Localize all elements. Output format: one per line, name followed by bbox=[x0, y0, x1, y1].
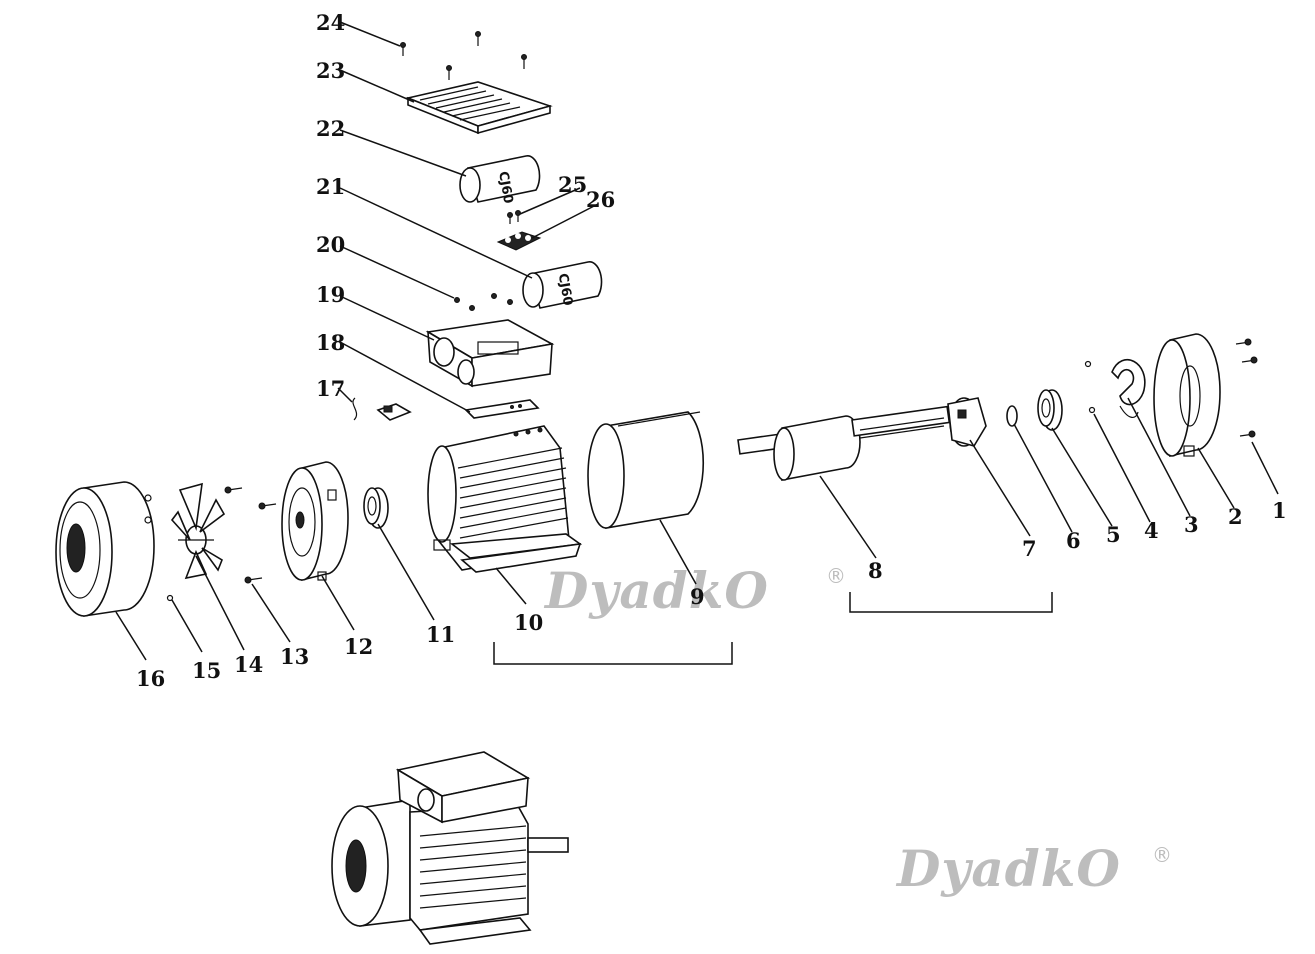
part-10-motor-frame bbox=[427, 425, 583, 573]
watermark-bottom-text: DyadkO bbox=[895, 839, 1121, 898]
part-22-start-capacitor: CJ60 bbox=[459, 155, 541, 205]
part-24-cover-screws bbox=[400, 31, 527, 80]
part-26-terminal-block bbox=[496, 231, 542, 251]
callout-6: 6 bbox=[1066, 528, 1081, 553]
callout-18: 18 bbox=[316, 330, 345, 355]
callout-9: 9 bbox=[690, 584, 705, 609]
watermark-center: DyadkO ® bbox=[543, 561, 846, 620]
callout-2: 2 bbox=[1228, 504, 1243, 529]
bracket-rotor-group bbox=[849, 592, 1053, 613]
part-14-cooling-fan bbox=[170, 482, 226, 580]
callout-15: 15 bbox=[192, 658, 221, 683]
part-8-rotor-shaft bbox=[737, 405, 951, 481]
callout-20: 20 bbox=[316, 232, 345, 257]
callout-8: 8 bbox=[868, 558, 883, 583]
part-25-block-screws bbox=[507, 210, 521, 224]
callout-14: 14 bbox=[234, 652, 263, 677]
watermark-bottom-right: DyadkO ® bbox=[895, 839, 1172, 898]
callout-5: 5 bbox=[1106, 522, 1121, 547]
callout-25: 25 bbox=[558, 172, 587, 197]
part-6-wave-washer bbox=[1006, 405, 1018, 427]
callout-16: 16 bbox=[136, 666, 165, 691]
leader-lines bbox=[115, 21, 1279, 665]
part-18-gasket-plate bbox=[464, 399, 540, 419]
part-4-washer bbox=[1084, 360, 1096, 414]
callout-10: 10 bbox=[514, 610, 543, 635]
part-9-stator bbox=[587, 411, 705, 529]
callout-19: 19 bbox=[316, 282, 345, 307]
part-1-endshield-bolts bbox=[1235, 338, 1258, 438]
callout-12: 12 bbox=[344, 634, 373, 659]
callout-1: 1 bbox=[1272, 498, 1287, 523]
part-3-bearing-cap bbox=[1111, 359, 1146, 418]
watermark-center-registered: ® bbox=[826, 564, 846, 588]
callout-24: 24 bbox=[316, 10, 345, 35]
callout-17: 17 bbox=[316, 376, 345, 401]
part-15-washer bbox=[166, 594, 174, 602]
callout-23: 23 bbox=[316, 58, 345, 83]
callout-13: 13 bbox=[280, 644, 309, 669]
start-capacitor-marking: CJ60 bbox=[495, 170, 515, 205]
run-capacitor-marking: CJ60 bbox=[555, 272, 575, 307]
callout-11: 11 bbox=[426, 622, 455, 647]
part-20-box-screws bbox=[454, 293, 513, 311]
part-16-fan-cover bbox=[55, 481, 155, 617]
callout-3: 3 bbox=[1184, 512, 1199, 537]
watermark-bottom-registered: ® bbox=[1152, 843, 1172, 867]
part-12-rear-endshield bbox=[281, 461, 349, 582]
part-13-endshield-bolts bbox=[224, 486, 277, 584]
part-17-centrifugal-switch bbox=[352, 397, 412, 421]
part-23-terminal-cover bbox=[405, 81, 553, 135]
callout-labels: 1 2 3 4 5 6 7 8 9 10 11 12 13 14 15 16 1… bbox=[136, 10, 1287, 691]
part-21-run-capacitor: CJ60 bbox=[522, 261, 603, 309]
callout-7: 7 bbox=[1022, 536, 1037, 561]
callout-4: 4 bbox=[1144, 518, 1159, 543]
part-19-terminal-box bbox=[425, 319, 555, 388]
part-2-front-endshield bbox=[1153, 333, 1221, 458]
part-7-switch-assembly bbox=[947, 397, 987, 447]
callout-22: 22 bbox=[316, 116, 345, 141]
part-11-rear-bearing bbox=[363, 487, 389, 529]
assembled-motor-illustration bbox=[331, 751, 569, 945]
callout-26: 26 bbox=[586, 187, 615, 212]
watermark-center-text: DyadkO bbox=[543, 561, 769, 620]
bracket-frame-group bbox=[493, 642, 733, 665]
callout-21: 21 bbox=[316, 174, 345, 199]
part-5-front-bearing bbox=[1037, 389, 1063, 431]
